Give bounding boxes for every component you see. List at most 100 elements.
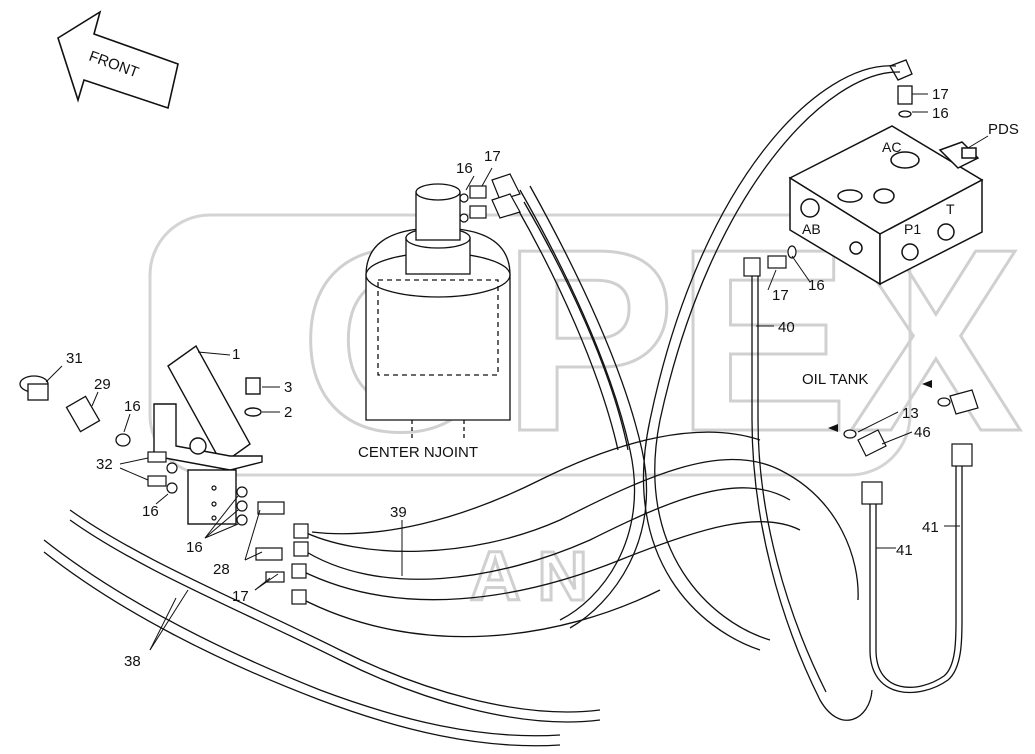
callout-28: 28 [213,561,230,578]
pedal-bracket [153,403,263,471]
callout-17: 17 [772,287,789,304]
pedal-plate [167,344,251,466]
callout-16: 16 [932,105,949,122]
hose-nut [291,563,307,579]
callout-17: 17 [232,588,249,605]
center-joint-shaft-top [415,183,461,201]
fitting-29 [65,395,101,433]
hose-cj [515,205,619,451]
hose-long-arc [654,71,901,641]
port [236,514,248,526]
callout-29: 29 [94,376,111,393]
callout-16: 16 [456,160,473,177]
oring-16 [166,482,178,494]
callout-16: 16 [808,277,825,294]
hose-end [743,257,761,277]
pressure-switch [19,375,131,447]
port-p1-label: P1 [904,221,921,237]
callout-31: 31 [66,350,83,367]
callouts: 1 2 3 31 29 16 32 16 16 28 17 39 38 16 1… [66,86,949,670]
hose-long-arc [642,65,897,651]
hose-41-end [951,443,973,467]
oring-16 [787,245,797,259]
oring-13 [843,429,857,439]
port-ac-bore [890,151,920,169]
hose-41-end [861,481,883,505]
callout-17: 17 [484,148,501,165]
port-t-bore [937,223,955,241]
pedal-ports [211,485,248,526]
hose-38 [69,509,601,713]
oring-16 [459,193,469,203]
hose-40 [751,272,873,721]
callout-32: 32 [96,456,113,473]
port [236,500,248,512]
port-ab-label: AB [802,221,821,237]
hose-39 [311,431,761,535]
port-small [211,515,217,521]
hose-41 [875,460,957,688]
fitting-32 [147,475,167,487]
callout-16: 16 [124,398,141,415]
hose-40 [757,272,827,693]
hose-cj [529,185,648,629]
valve-plug [873,188,895,204]
hose-nut [291,589,307,605]
flow-arrows [828,380,932,432]
switch-31-body [27,383,49,401]
oil-tank-fittings [843,389,979,505]
callout-1: 1 [232,346,240,363]
fitting-28 [255,547,283,561]
front-arrow: FRONT [57,10,179,110]
flow-arrow [922,380,932,388]
callout-13: 13 [902,405,919,422]
callout-16: 16 [186,539,203,556]
callout-40: 40 [778,319,795,336]
oil-tank-caption: OIL TANK [802,371,868,388]
elbow-fitting [889,59,913,81]
elbow-fitting [491,193,521,219]
hose-38 [69,519,601,723]
valve-hole [837,189,863,203]
hose-39 [299,458,859,601]
hose-39 [299,520,801,601]
hose-nut [293,523,309,539]
washer-2 [244,407,262,417]
port-small [211,501,217,507]
hose-cj [519,189,636,621]
port-p1-bore [901,243,919,261]
oring-16 [898,110,912,118]
front-arrow-shape [57,10,179,110]
left-fittings [147,451,178,494]
hoses [43,65,963,747]
pedal-pivot [189,437,207,455]
callout-3: 3 [284,379,292,396]
valve-hole [849,241,863,255]
elbow-46 [949,389,979,415]
pedal-valve-body [187,469,237,525]
fitting-28 [257,501,285,515]
watermark-frame [148,213,912,477]
callout-38: 38 [124,653,141,670]
port-ab-bore [800,198,820,218]
pedal [153,344,263,525]
hose40-fittings [743,245,797,277]
bolt-3 [245,377,261,395]
hose-39 [299,589,661,638]
leader-lines [45,93,989,651]
oring-13 [937,397,951,407]
hose-41 [869,460,963,694]
elbow-fitting [491,173,521,201]
center-joint-caption: CENTER NJOINT [358,444,478,461]
callout-17: 17 [932,86,949,103]
oring-16 [459,213,469,223]
callout-2: 2 [284,404,292,421]
elbow-46 [857,429,887,457]
valve-block [788,125,984,286]
pds-nipple [961,147,977,159]
callout-46: 46 [914,424,931,441]
oring-16 [166,462,178,474]
port-t-label: T [946,201,955,217]
